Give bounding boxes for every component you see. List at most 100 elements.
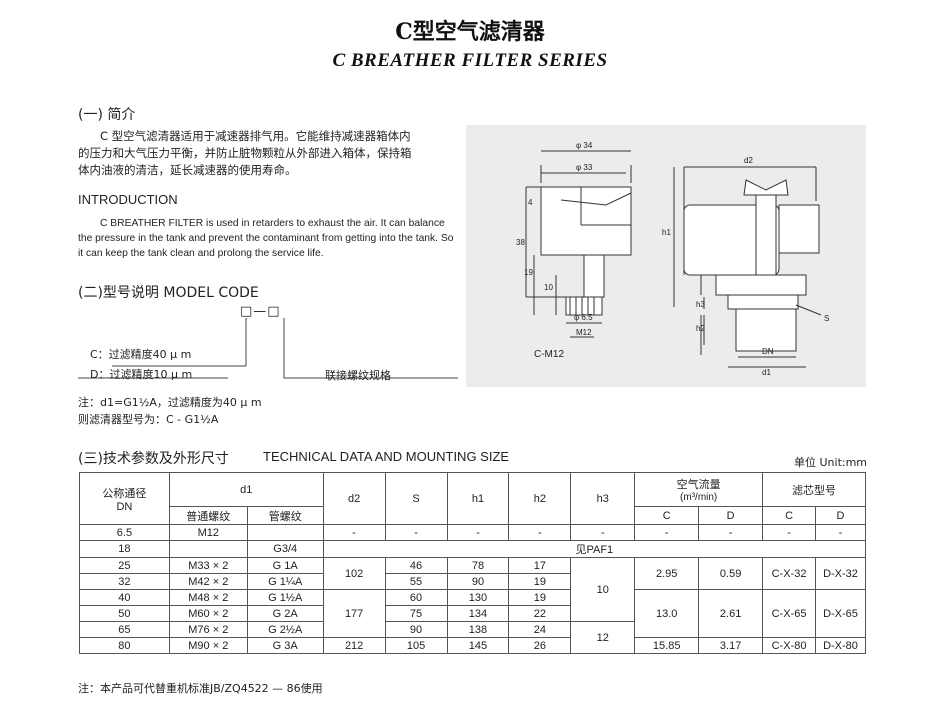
cell-normal: M33 × 2 [168, 557, 248, 574]
cell-pipe [246, 524, 324, 541]
header-h1: h1 [446, 472, 510, 525]
cell-elem-d-merged: D-X-32 [815, 557, 866, 590]
cell-h3-merged: 10 [570, 557, 636, 622]
header-filter-d: D [815, 506, 866, 525]
header-h3: h3 [570, 472, 636, 525]
cell-s: 75 [384, 605, 448, 622]
header-d1-normal: 普通螺纹 [168, 506, 248, 525]
cell-h2: 19 [508, 589, 572, 606]
dim-phi34: φ 34 [576, 141, 593, 150]
cell-normal: M42 × 2 [168, 573, 248, 590]
header-flow-label: 空气流量 [676, 479, 721, 491]
cell-dn: 25 [79, 557, 170, 574]
cell-h1: 90 [446, 573, 510, 590]
model-code-pattern: □—□ [240, 304, 281, 319]
cell-d2-merged: 102 [322, 557, 386, 590]
table-row: 6.5 M12 - - - - - - - - - [79, 524, 866, 541]
cell-flow-c: 15.85 [634, 637, 700, 654]
dim-phi33: φ 33 [576, 163, 593, 172]
intro-en-line: C BREATHER FILTER is used in retarders t… [100, 218, 445, 229]
cell-pipe: G 2½A [246, 621, 324, 638]
header-filter: 滤芯型号 [762, 472, 866, 507]
cell-s: - [384, 524, 448, 541]
intro-heading: (一) 简介 [78, 107, 136, 123]
cell-h2: 17 [508, 557, 572, 574]
unit-label: 单位 Unit:mm [794, 456, 868, 469]
header-d1-pipe: 管螺纹 [246, 506, 324, 525]
model-code-heading: (二)型号说明 MODEL CODE [78, 285, 259, 301]
cell-normal: M90 × 2 [168, 637, 248, 654]
intro-en-line: the pressure in the tank and prevent the… [78, 233, 454, 244]
dim-d2: d2 [744, 156, 753, 165]
intro-en-paragraph: C BREATHER FILTER is used in retarders t… [78, 216, 468, 261]
header-h2: h2 [508, 472, 572, 525]
header-flow-d: D [698, 506, 764, 525]
cell-elem-c: - [762, 524, 816, 541]
table-footnote: 注：本产品可代替重机标准JB/ZQ4522 — 86使用 [78, 682, 323, 695]
cell-dn: 32 [79, 573, 170, 590]
intro-en-line: it can keep the tank clean and prolong t… [78, 248, 324, 259]
cell-normal: M76 × 2 [168, 621, 248, 638]
cell-normal: M48 × 2 [168, 589, 248, 606]
cell-elem-c: C-X-80 [762, 637, 816, 654]
cell-h3-merged: 12 [570, 621, 636, 654]
dim-d1: d1 [762, 368, 771, 377]
cell-s: 46 [384, 557, 448, 574]
technical-drawing: φ 34 φ 33 4 38 19 10 φ 6.5 M12 C-M12 d2 [516, 141, 829, 377]
cell-flow-d-merged: 2.61 [698, 589, 764, 638]
tech-heading: (三)技术参数及外形尺寸 [78, 451, 229, 467]
tech-table: 公称通径 DN d1 d2 S h1 h2 h3 空气流量 (m³/min) 滤… [79, 472, 867, 654]
cell-flow-c-merged: 13.0 [634, 589, 700, 638]
dim-s: S [824, 314, 829, 323]
cell-h1: 145 [446, 637, 510, 654]
page-title: C型空气滤清器 [395, 19, 545, 45]
tech-heading-en: TECHNICAL DATA AND MOUNTING SIZE [263, 449, 510, 464]
cell-flow-c-merged: 2.95 [634, 557, 700, 590]
cell-flow-d-merged: 0.59 [698, 557, 764, 590]
filter-drawing [673, 166, 822, 368]
dim-h2: h2 [696, 324, 705, 333]
dim-h1: h1 [662, 228, 671, 237]
cell-s: 105 [384, 637, 448, 654]
page-subtitle: C BREATHER FILTER SERIES [332, 50, 608, 71]
c-m12-drawing [525, 150, 632, 338]
cell-dn: 18 [79, 540, 170, 558]
table-row: 18 G3/4 见PAF1 [79, 540, 867, 558]
model-code-leader-lines [78, 318, 458, 379]
drawing-panel: φ 34 φ 33 4 38 19 10 φ 6.5 M12 C-M12 d2 [466, 125, 866, 387]
header-d2: d2 [322, 472, 386, 525]
cell-elem-d: - [815, 524, 866, 541]
table-row: 80 M90 × 2 G 3A 212 105 145 26 15.85 3.1… [79, 637, 866, 654]
intro-cn-line: C 型空气滤清器适用于减速器排气用。它能维持减速器箱体内 [100, 129, 411, 143]
cell-normal: M12 [168, 524, 248, 541]
cell-h3: - [570, 524, 636, 541]
cell-h2: 26 [508, 637, 572, 654]
cell-d2-merged: 177 [322, 589, 386, 638]
cell-h2: 24 [508, 621, 572, 638]
cell-pipe: G 1A [246, 557, 324, 574]
cell-dn: 80 [79, 637, 170, 654]
cell-h2: 19 [508, 573, 572, 590]
option-d: D：过滤精度10 μ m [90, 368, 193, 381]
cell-normal: M60 × 2 [168, 605, 248, 622]
intro-en-heading: INTRODUCTION [78, 192, 178, 207]
cell-dn: 6.5 [79, 524, 170, 541]
cell-dn: 40 [79, 589, 170, 606]
cell-d2: 212 [322, 637, 386, 654]
model-note-line2: 则滤清器型号为：C - G1½A [78, 413, 219, 426]
cell-h1: 134 [446, 605, 510, 622]
dim-38: 38 [516, 238, 525, 247]
cell-s: 90 [384, 621, 448, 638]
dim-dn: DN [762, 347, 774, 356]
dim-4: 4 [528, 198, 533, 207]
cell-s: 55 [384, 573, 448, 590]
cell-dn: 50 [79, 605, 170, 622]
cell-flow-c: - [634, 524, 700, 541]
drawing-label-c-m12: C-M12 [534, 349, 564, 360]
intro-cn-line: 体内油液的清洁，延长减速器的使用寿命。 [78, 163, 297, 177]
header-d1: d1 [168, 472, 324, 507]
dim-m12: M12 [576, 328, 592, 337]
header-dn-cn: 公称通径 [102, 487, 147, 500]
header-dn: 公称通径 DN [79, 472, 170, 525]
cell-flow-d: - [698, 524, 764, 541]
